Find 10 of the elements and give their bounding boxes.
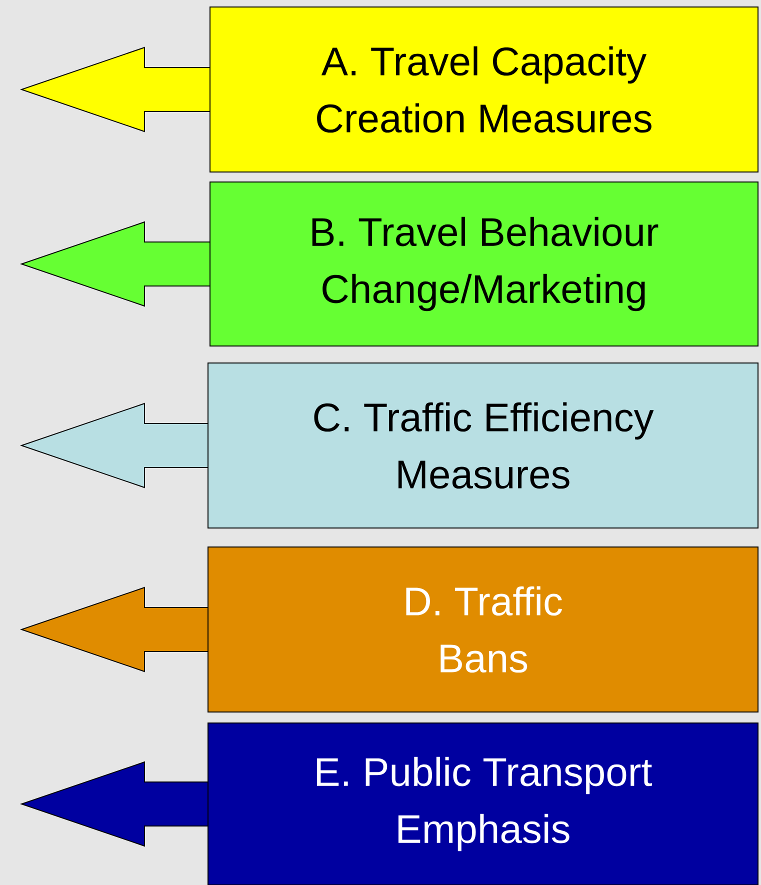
measure-box: A. Travel Capacity Creation Measures (210, 6, 758, 172)
measure-box: E. Public Transport Emphasis (208, 722, 758, 885)
block-arrow (20, 221, 210, 307)
block-arrow (20, 761, 208, 847)
block-arrow (20, 46, 210, 132)
measure-box: C. Traffic Efficiency Measures (208, 362, 758, 528)
block-arrow (20, 402, 208, 488)
block-arrow (20, 586, 208, 672)
measure-box: B. Travel Behaviour Change/Marketing (210, 182, 758, 346)
measure-box: D. Traffic Bans (208, 546, 758, 712)
